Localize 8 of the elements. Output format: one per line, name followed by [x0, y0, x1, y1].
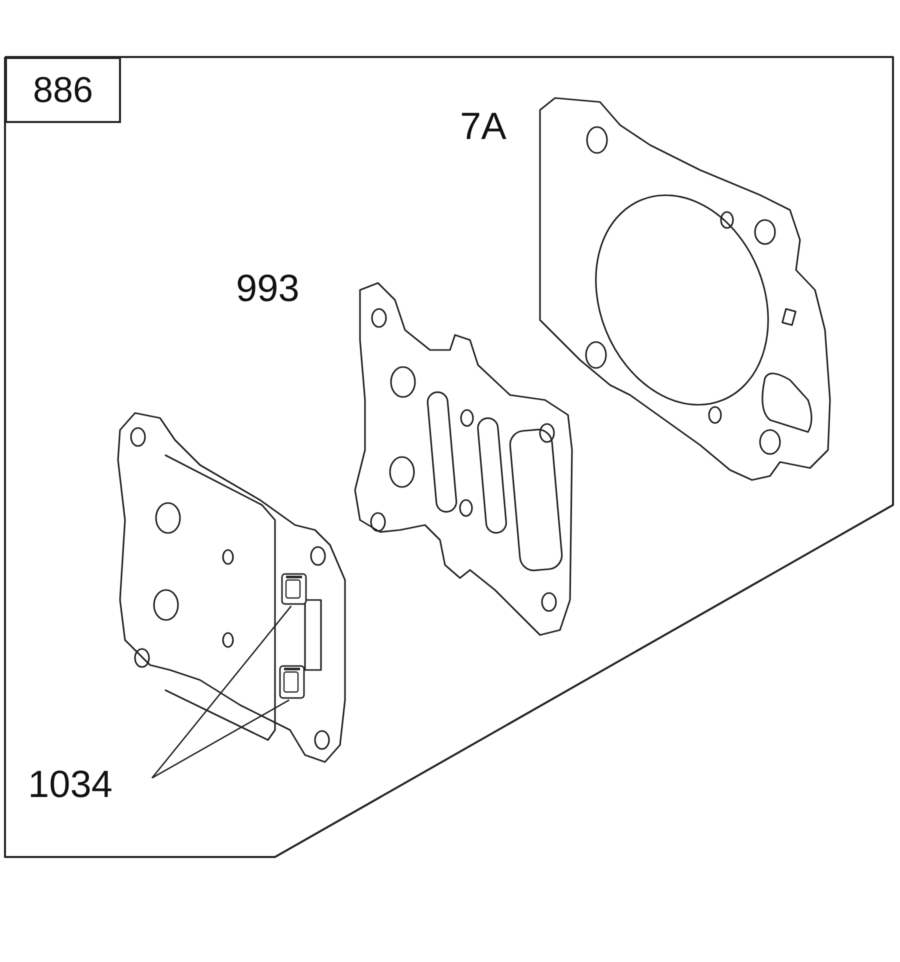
figure-number: 886 [5, 57, 121, 123]
callout-number: 993 [236, 270, 300, 308]
clip-drawing [280, 572, 308, 606]
leader-line [152, 699, 290, 779]
callout-number: 1034 [28, 766, 113, 804]
leader-line [151, 606, 292, 778]
callout-number: 7A [460, 108, 506, 146]
clip-drawing [278, 664, 306, 700]
